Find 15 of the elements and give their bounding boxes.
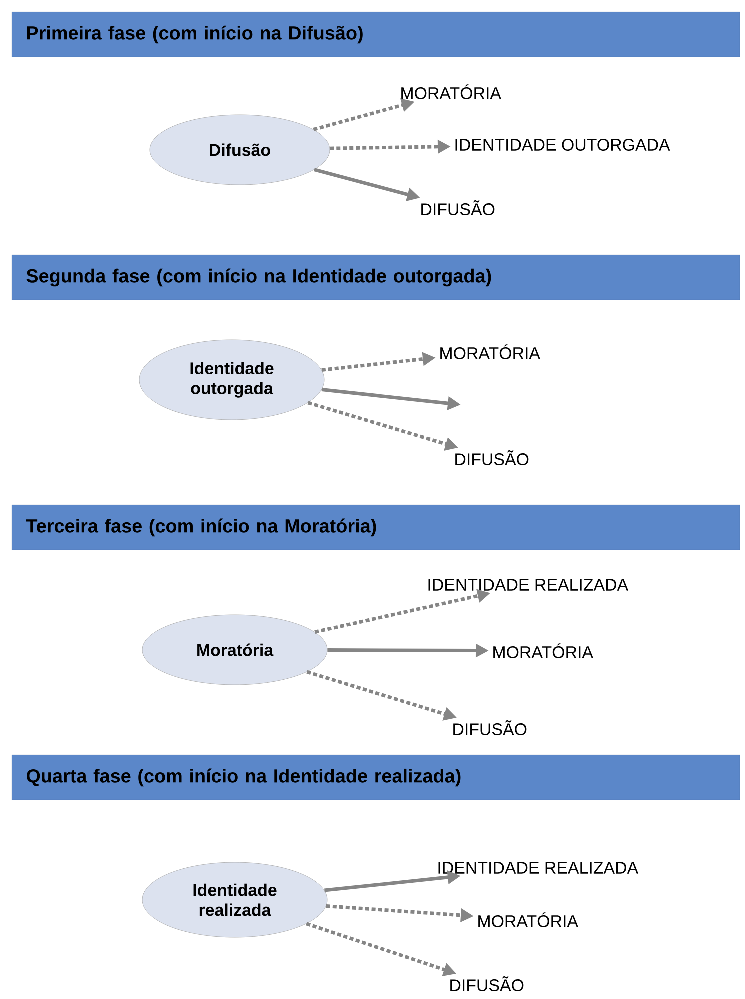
outcome-label: DIFUSÃO [456, 450, 529, 466]
outcome-label: IDENTIDADE REALIZADA [438, 862, 639, 874]
outcome-label: IDENTIDADE OUTORGADA [456, 139, 670, 151]
phase-header-band: Terceira fase (com início na Moratória) [12, 505, 740, 550]
outcome-label: DIFUSÃO [422, 200, 495, 216]
outcome-label: DIFUSÃO [450, 976, 524, 992]
outcome-label: MORATÓRIA [494, 644, 594, 658]
outcome-label: IDENTIDADE REALIZADA [428, 579, 629, 591]
outcome-label: MORATÓRIA [440, 344, 540, 360]
phase-header-band: Primeira fase (com início na Difusão) [12, 12, 740, 58]
phase-header-band: Segunda fase (com início na Identidade outorgada) [12, 255, 740, 300]
outcome-label: DIFUSÃO [454, 720, 527, 736]
outcome-label: MORATÓRIA [402, 84, 502, 100]
phase-header-band: Quarta fase (com início na Identidade realizada) [12, 755, 740, 800]
outcome-label: MORATÓRIA [478, 912, 578, 928]
